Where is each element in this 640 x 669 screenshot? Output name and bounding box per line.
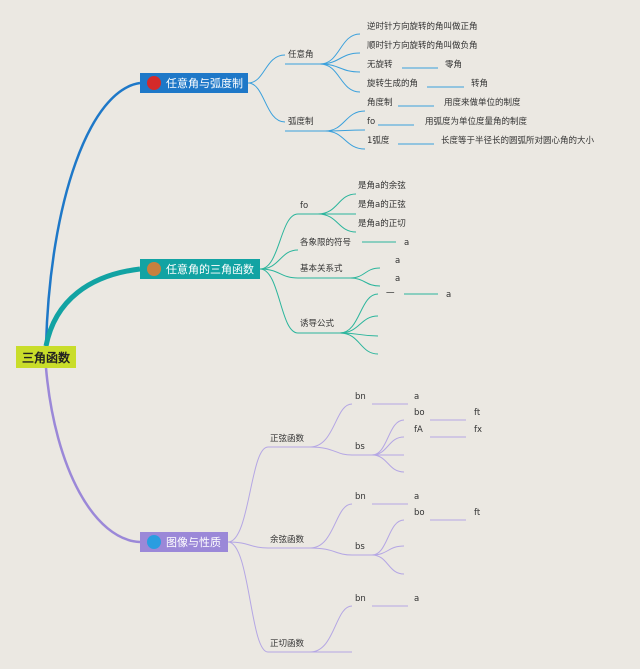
leaf-node[interactable]: a	[395, 274, 401, 284]
leaf-detail[interactable]: ft	[474, 508, 481, 518]
leaf-node[interactable]: a	[395, 256, 401, 266]
leaf-node[interactable]: 逆时针方向旋转的角叫做正角	[367, 22, 478, 32]
group-label[interactable]: 正切函数	[270, 639, 305, 649]
sub-node[interactable]: bs	[355, 542, 365, 552]
group-label[interactable]: 基本关系式	[300, 264, 343, 274]
sub-node[interactable]: bn	[355, 392, 366, 402]
leaf-node[interactable]: 角度制	[367, 98, 393, 108]
leaf-node[interactable]: 是角a的正弦	[358, 200, 406, 210]
group-label[interactable]: 正弦函数	[270, 434, 305, 444]
leaf-node[interactable]: fo	[367, 117, 376, 127]
leaf-detail[interactable]: 零角	[445, 60, 463, 70]
leaf-node[interactable]: 是角a的余弦	[358, 181, 406, 191]
leaf-detail[interactable]: 用度来做单位的制度	[444, 98, 521, 108]
topic-marker-icon	[147, 76, 161, 90]
topic-marker-icon	[147, 535, 161, 549]
leaf-detail[interactable]: a	[404, 238, 410, 248]
leaf-node[interactable]: 是角a的正切	[358, 219, 406, 229]
leaf-node[interactable]: 无旋转	[367, 60, 393, 70]
leaf-node[interactable]: bo	[414, 408, 425, 418]
topic-marker-icon	[147, 262, 161, 276]
leaf-detail[interactable]: 长度等于半径长的圆弧所对圆心角的大小	[441, 136, 595, 146]
leaf-detail[interactable]: a	[414, 594, 420, 604]
root-node[interactable]: 三角函数	[16, 346, 76, 368]
leaf-detail[interactable]: a	[414, 492, 420, 502]
group-label[interactable]: 弧度制	[288, 117, 314, 127]
leaf-detail[interactable]: a	[414, 392, 420, 402]
leaf-detail[interactable]: fx	[474, 425, 483, 435]
sub-node[interactable]: bn	[355, 594, 366, 604]
branch-label: 任意角与弧度制	[166, 77, 243, 90]
sub-node[interactable]: bs	[355, 442, 365, 452]
group-label[interactable]: 余弦函数	[270, 535, 305, 545]
branch-trig-functions[interactable]: 任意角的三角函数	[140, 259, 260, 279]
leaf-detail[interactable]: ft	[474, 408, 481, 418]
branch-arbitrary-angle[interactable]: 任意角与弧度制	[140, 73, 248, 93]
leaf-detail[interactable]: 转角	[471, 79, 489, 89]
leaf-detail[interactable]: a	[446, 290, 452, 300]
sub-node[interactable]: bn	[355, 492, 366, 502]
branch-graphs-properties[interactable]: 图像与性质	[140, 532, 228, 552]
leaf-node[interactable]: 顺时针方向旋转的角叫做负角	[367, 41, 478, 51]
branch-label: 图像与性质	[166, 536, 221, 549]
leaf-node[interactable]: 一	[386, 289, 395, 299]
leaf-node[interactable]: 1弧度	[367, 136, 390, 146]
group-label[interactable]: 诱导公式	[300, 319, 335, 329]
leaf-node[interactable]: 旋转生成的角	[367, 79, 419, 89]
group-label[interactable]: 各象限的符号	[300, 238, 352, 248]
leaf-node[interactable]: bo	[414, 508, 425, 518]
branch-label: 任意角的三角函数	[166, 263, 254, 276]
leaf-detail[interactable]: 用弧度为单位度量角的制度	[425, 117, 528, 127]
group-label[interactable]: fo	[300, 201, 309, 211]
group-label[interactable]: 任意角	[288, 50, 314, 60]
leaf-node[interactable]: fA	[414, 425, 423, 435]
